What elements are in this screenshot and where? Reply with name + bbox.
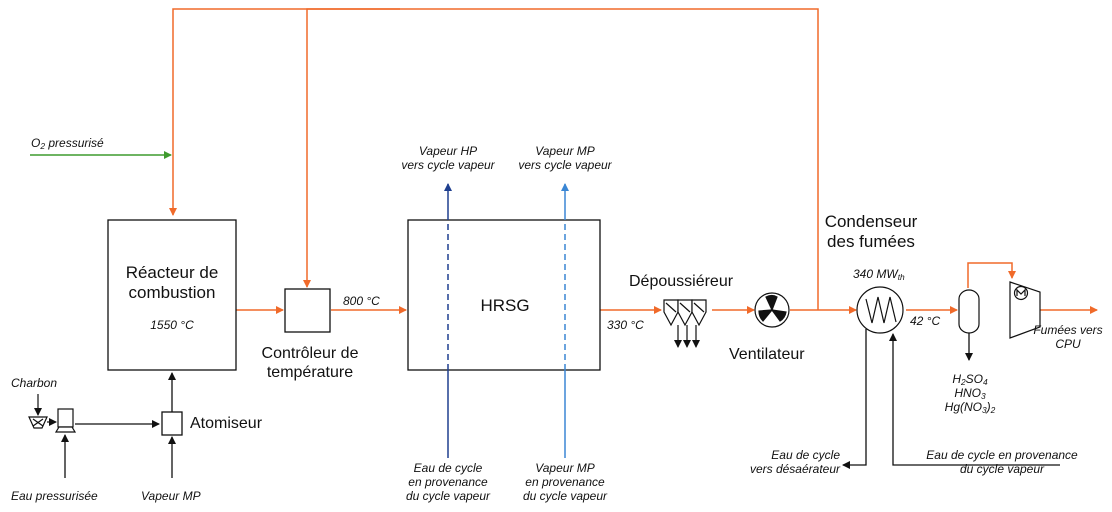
- temperature-controller-label: Contrôleur de température: [261, 345, 359, 381]
- fan-label: Ventilateur: [729, 346, 805, 363]
- fan-icon: [754, 292, 790, 328]
- atomizer-label: Atomiseur: [190, 415, 263, 432]
- reactor-label: Réacteur de combustion: [125, 263, 219, 303]
- dust-collector-label: Dépoussiéreur: [629, 273, 734, 290]
- acids-label: H2SO4 HNO3 Hg(NO3)2: [944, 372, 996, 416]
- condenser-power: 340 MWth: [853, 267, 905, 283]
- coal-label: Charbon: [11, 376, 58, 390]
- temperature-42: 42 °C: [910, 314, 941, 328]
- outlet-cpu-label: Fumées vers CPU: [1033, 323, 1103, 352]
- mp-steam-in-label: Vapeur MP en provenance du cycle vapeur: [522, 461, 608, 504]
- temperature-330: 330 °C: [607, 318, 644, 332]
- cycle-water-in-label: Eau de cycle en provenance du cycle vape…: [405, 461, 491, 504]
- condenser-label: Condenseur des fumées: [824, 212, 918, 252]
- o2-label: O2 pressurisé: [31, 136, 104, 152]
- flue-gas-recycle-lines: [169, 8, 819, 310]
- hp-steam-out-label: Vapeur HP vers cycle vapeur: [401, 144, 495, 173]
- cycle-water-from-steam-label: Eau de cycle en provenance du cycle vape…: [926, 448, 1078, 477]
- flue-gas-condenser-icon: [856, 286, 904, 334]
- reactor-temperature: 1550 °C: [150, 318, 194, 332]
- dust-collector-icon: [663, 299, 707, 348]
- mp-steam-out-label: Vapeur MP vers cycle vapeur: [518, 144, 612, 173]
- vapeur-mp-atomizer-label: Vapeur MP: [141, 489, 201, 503]
- temperature-controller-box: [284, 288, 331, 333]
- atomizer-box: [161, 411, 183, 436]
- hrsg-label: HRSG: [480, 296, 530, 315]
- cycle-water-to-deaerator-label: Eau de cycle vers désaérateur: [749, 448, 840, 477]
- condenser-water-lines: [842, 329, 1060, 469]
- flue-gas-main-lines: [236, 262, 1098, 314]
- temperature-800: 800 °C: [343, 294, 380, 308]
- pressurized-water-label: Eau pressurisée: [11, 489, 98, 503]
- compressor-icon: [1009, 281, 1041, 339]
- coal-mill-icon: [47, 408, 77, 433]
- coal-feeder-icon: [28, 394, 48, 429]
- hrsg-box: [407, 219, 601, 371]
- reactor-box: [107, 219, 237, 371]
- separator-vessel-icon: [958, 289, 980, 334]
